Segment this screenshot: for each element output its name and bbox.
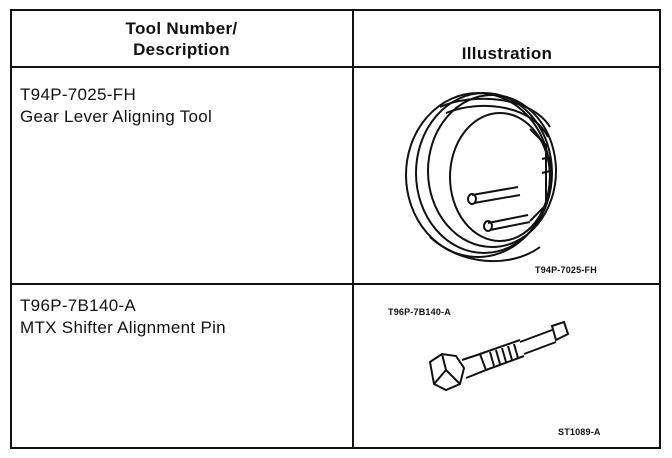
header-tool-number-line1: Tool Number/ <box>125 19 238 38</box>
table-grid <box>10 9 661 449</box>
tool-number: T96P-7B140-A <box>20 296 137 315</box>
illustration-caption-row1: T94P-7025-FH <box>535 265 597 275</box>
table-row: T96P-7B140-A MTX Shifter Alignment Pin <box>20 295 226 339</box>
header-description-line2: Description <box>133 40 230 59</box>
gear-lever-aligning-tool-illustration <box>405 92 557 263</box>
special-tools-table: Tool Number/ Description Illustration T9… <box>10 9 661 449</box>
tool-description: Gear Lever Aligning Tool <box>20 107 213 126</box>
header-illustration: Illustration <box>461 44 553 63</box>
tool-description: MTX Shifter Alignment Pin <box>20 318 226 337</box>
figure-id: ST1089-A <box>558 427 601 437</box>
illustration-caption-row2: T96P-7B140-A <box>388 307 451 317</box>
tool-number: T94P-7025-FH <box>20 85 137 104</box>
shifter-alignment-pin-illustration <box>428 320 570 392</box>
header-tool-number: Tool Number/ Description <box>10 18 353 60</box>
table-row: T94P-7025-FH Gear Lever Aligning Tool <box>20 84 212 128</box>
